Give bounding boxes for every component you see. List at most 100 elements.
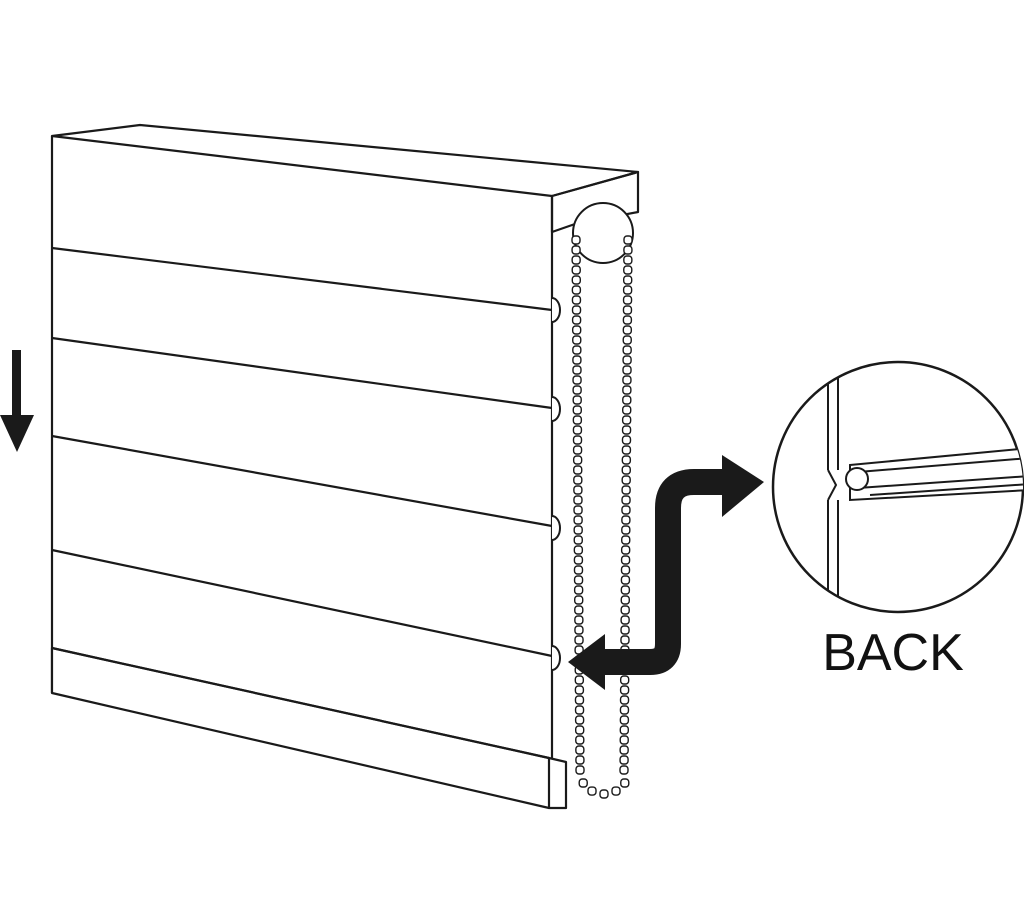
chain-bead [571,245,581,255]
chain-bead [575,755,585,765]
chain-bead [572,415,583,425]
chain-bead [571,305,582,315]
chain-bead [574,605,584,615]
curved-double-arrow-icon [568,455,764,690]
chain-bead [622,345,632,355]
chain-bead [599,789,609,799]
chain-bead [571,285,582,295]
chain-bead [572,375,582,385]
band-line [51,336,553,410]
chain-bead [574,695,585,705]
band-line [51,246,553,312]
chain-bead [575,745,585,755]
chain-bead [572,385,582,395]
chain-bead [574,595,584,605]
chain-bead [620,605,630,615]
chain-bead [574,625,584,635]
chain-bead [622,275,633,285]
chain-bead [572,445,583,455]
chain-bead [621,475,631,485]
chain-bead [571,315,582,325]
chain-bead [573,515,583,525]
chain-bead [574,635,584,645]
chain-bead [571,275,582,285]
chain-bead [575,765,585,775]
chain-bead [623,245,633,255]
chain-bead [621,505,631,515]
chain-bead [574,675,585,685]
chain-bead [573,475,583,485]
chain-bead [573,465,583,475]
chain-bead [620,625,630,635]
side-clip [551,515,561,541]
chain-bead [573,545,584,555]
chain-bead [573,575,584,585]
chain-bead [621,485,631,495]
chain-bead [619,675,630,685]
chain-bead [623,265,633,275]
chain-bead [574,685,585,695]
bottom-rail [50,646,568,810]
chain-bead [573,485,583,495]
chain-bead [578,778,588,788]
chain-bead [619,735,629,745]
chain-bead [571,265,581,275]
chain-bead [620,595,630,605]
roller-blind [50,123,640,810]
chain-bead [572,365,582,375]
chain-bead [622,395,632,405]
chain-bead [574,725,585,735]
chain-bead [572,395,582,405]
chain-bead [620,635,630,645]
detail-label: BACK [822,624,964,682]
chain-bead [621,415,632,425]
chain-bead [572,405,582,415]
chain-bead [573,565,584,575]
chain-bead [573,535,583,545]
chain-bead [619,695,630,705]
chain-bead [572,425,583,435]
detail-pin [845,467,869,491]
chain-bead [619,725,630,735]
chain-bead [574,705,585,715]
chain-bead [575,735,585,745]
chain-bead [623,235,633,245]
chain-bead [621,465,631,475]
chain-bead [623,255,633,265]
detail-view [771,360,1024,614]
chain-bead [620,555,631,565]
side-clip [551,645,561,671]
chain-bead [622,375,632,385]
chain-bead [620,545,631,555]
chain-bead [573,505,583,515]
chain-bead [571,235,581,245]
chain-bead [621,525,631,535]
chain-bead [621,425,632,435]
band-line [51,434,553,528]
chain-bead [621,515,631,525]
band-line [51,548,553,658]
chain-bead [619,715,630,725]
chain-bead [620,778,630,788]
chain-bead [621,435,632,445]
chain-bead [571,325,582,335]
chain-bead [622,285,633,295]
chain-bead [621,455,632,465]
chain-bead [619,765,629,775]
chain-bead [620,575,631,585]
chain-bead [622,365,632,375]
head-rail-top [50,123,640,198]
chain-bead [611,786,621,796]
chain-bead [620,585,631,595]
chain-bead [621,535,631,545]
chain-bead [621,495,631,505]
chain-bead [621,445,632,455]
chain-bead [619,685,630,695]
chain-bead [572,355,582,365]
chain-bead [620,565,631,575]
chain-bead [619,755,629,765]
down-arrow-icon [0,350,34,452]
chain-bead [573,555,584,565]
chain-bead [619,745,629,755]
